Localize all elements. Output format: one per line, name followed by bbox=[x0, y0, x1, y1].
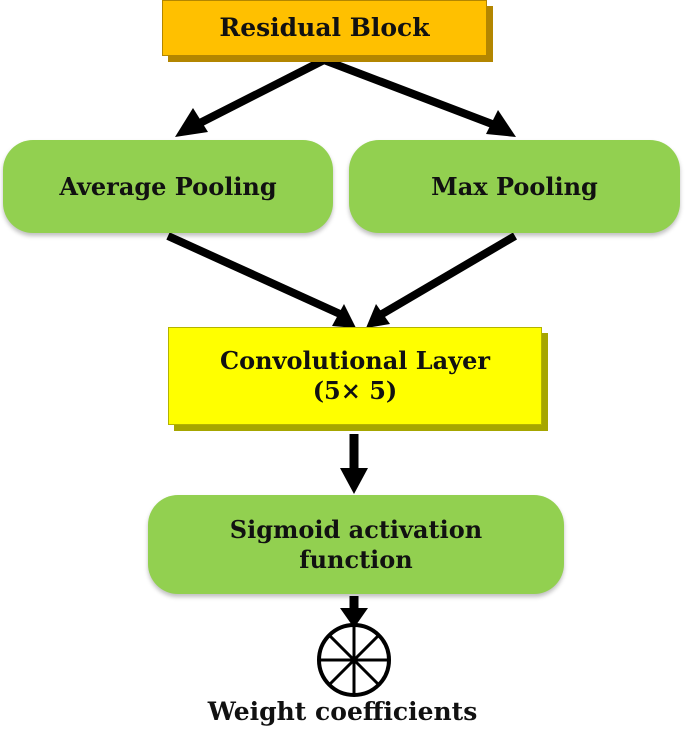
max-pooling-label: Max Pooling bbox=[431, 171, 598, 201]
sigmoid-activation-label-line2: function bbox=[299, 544, 413, 574]
convolutional-layer-kernel-size: (5× 5) bbox=[312, 376, 398, 405]
max-pooling-node: Max Pooling bbox=[349, 140, 680, 233]
arrow-conv-to-sigmoid bbox=[340, 434, 368, 494]
weight-coefficients-label: Weight coefficients bbox=[207, 697, 478, 726]
average-pooling-label: Average Pooling bbox=[59, 171, 277, 201]
sigmoid-activation-node: Sigmoid activation function bbox=[148, 495, 564, 594]
convolutional-layer-label: Convolutional Layer bbox=[219, 346, 491, 375]
arrow-max-pooling-to-conv bbox=[366, 232, 518, 328]
arrow-residual-to-average-pooling bbox=[175, 56, 326, 137]
sigmoid-activation-label-line1: Sigmoid activation bbox=[229, 514, 483, 544]
arrow-average-pooling-to-conv bbox=[166, 232, 356, 328]
residual-block-node: Residual Block bbox=[162, 0, 487, 56]
weight-multiplier-icon bbox=[317, 623, 391, 697]
residual-block-label: Residual Block bbox=[219, 13, 430, 43]
convolutional-layer-node: Convolutional Layer (5× 5) bbox=[168, 327, 542, 425]
arrow-sigmoid-to-weights bbox=[340, 596, 368, 628]
arrow-residual-to-max-pooling bbox=[322, 56, 516, 137]
average-pooling-node: Average Pooling bbox=[3, 140, 333, 233]
